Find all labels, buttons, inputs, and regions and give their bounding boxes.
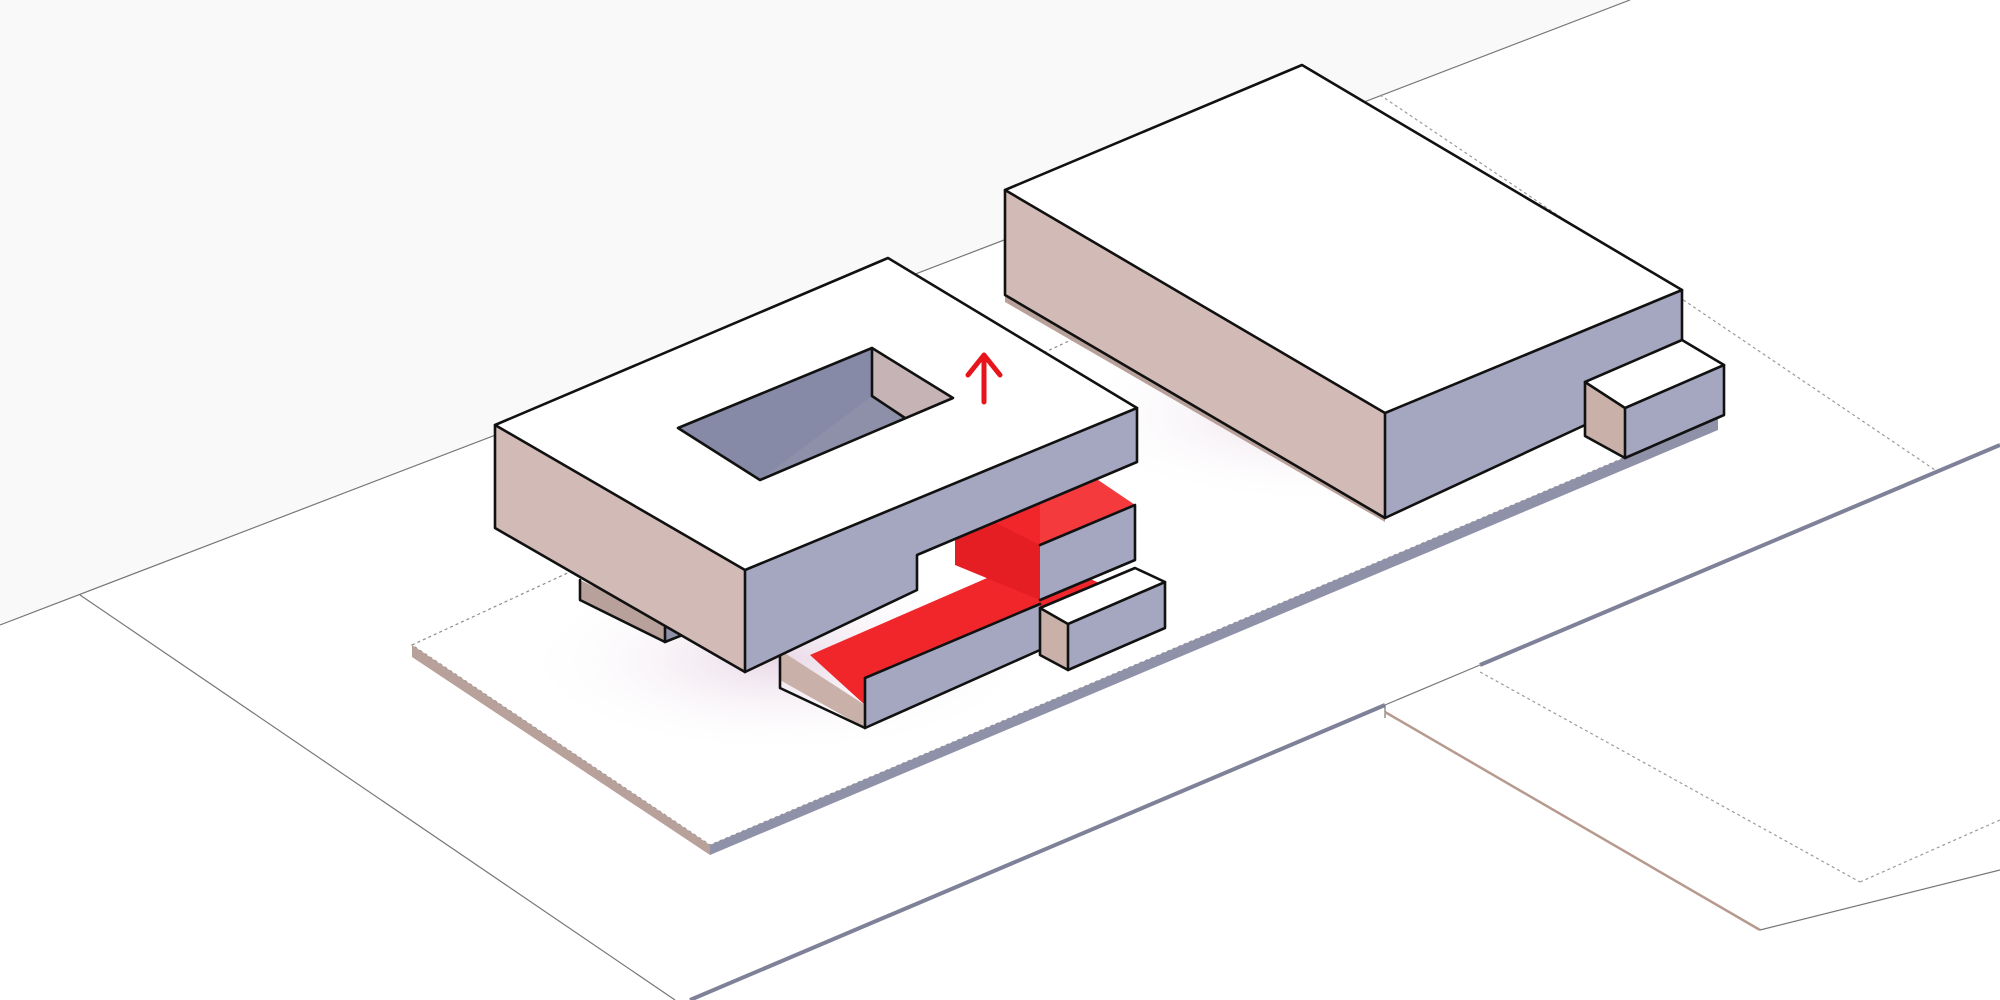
plinth-right-side [710,418,1718,855]
up-arrow [965,352,1003,405]
step-block-front [1040,505,1135,600]
lower-block-left [780,650,865,728]
highlight-upper-step-2 [1040,478,1135,545]
parcel-line-lower [1384,710,1761,932]
right-face [745,408,1137,672]
plinth-left-side [412,645,710,855]
courtyard-inner-wall [872,348,953,418]
courtyard-inner-floor [678,348,872,480]
annex-block [1583,338,1726,460]
parcel-line-upper [1379,94,1936,471]
parcel-line-left [79,594,676,1000]
building-with-courtyard [493,256,1139,674]
highlighted-ground-floor-volume [778,478,1167,730]
parcel-dash-right [1859,819,2000,883]
up-arrow-head [965,352,1003,378]
adjacent-building [1003,63,1726,522]
parcel-line-right [1759,869,2000,931]
road-edge-line-2 [1479,443,2000,667]
small-step-cube [1038,566,1167,672]
adjacent-roof [1005,65,1682,413]
lower-block-right [865,604,1040,728]
adjacent-right-face [1385,290,1682,518]
adjacent-left-face [1005,190,1385,518]
road-edge-line [689,703,1386,1000]
left-face [495,425,745,672]
parcel-dash-lower [1479,671,1861,883]
curb-line [1384,664,1481,706]
